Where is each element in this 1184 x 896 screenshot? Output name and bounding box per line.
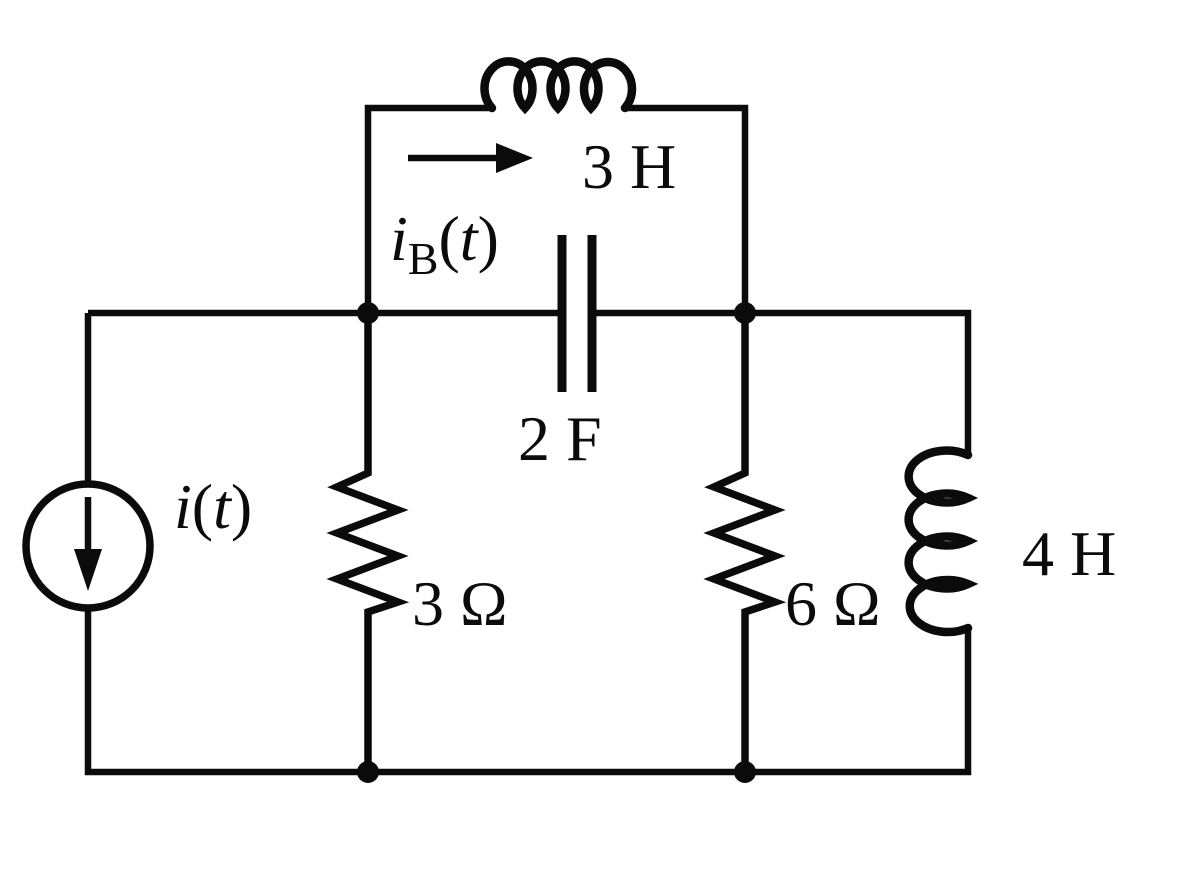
right-resistor-value-label: 6 Ω xyxy=(785,568,881,639)
current-source-arrow-head xyxy=(74,549,102,591)
right-inductor-value-label: 4 H xyxy=(1022,518,1116,589)
junction-dot-node-a-bottom xyxy=(357,761,379,783)
junction-dot-node-b-top xyxy=(734,302,756,324)
capacitor-value-label: 2 F xyxy=(518,403,602,474)
wire-left-and-bottom xyxy=(84,313,972,776)
branch-current-arrow-head xyxy=(496,143,533,173)
resistor-6ohm-zigzag xyxy=(703,313,787,772)
left-resistor-value-label: 3 Ω xyxy=(412,568,508,639)
inductor-4h-coil xyxy=(904,446,979,637)
inductor-current-label: iB(t) xyxy=(390,203,499,284)
wire-top-loop-right xyxy=(625,104,749,313)
resistor-3ohm-zigzag xyxy=(326,313,410,772)
source-current-label: i(t) xyxy=(174,471,252,542)
top-inductor-value-label: 3 H xyxy=(582,131,676,202)
inductor-3h-coil xyxy=(480,57,637,115)
junction-dot-node-a-top xyxy=(357,302,379,324)
current-source-circle xyxy=(22,480,154,612)
wire-middle-bus-right xyxy=(592,309,972,455)
junction-dot-node-b-bottom xyxy=(734,761,756,783)
wire-top-loop-left xyxy=(364,104,492,313)
